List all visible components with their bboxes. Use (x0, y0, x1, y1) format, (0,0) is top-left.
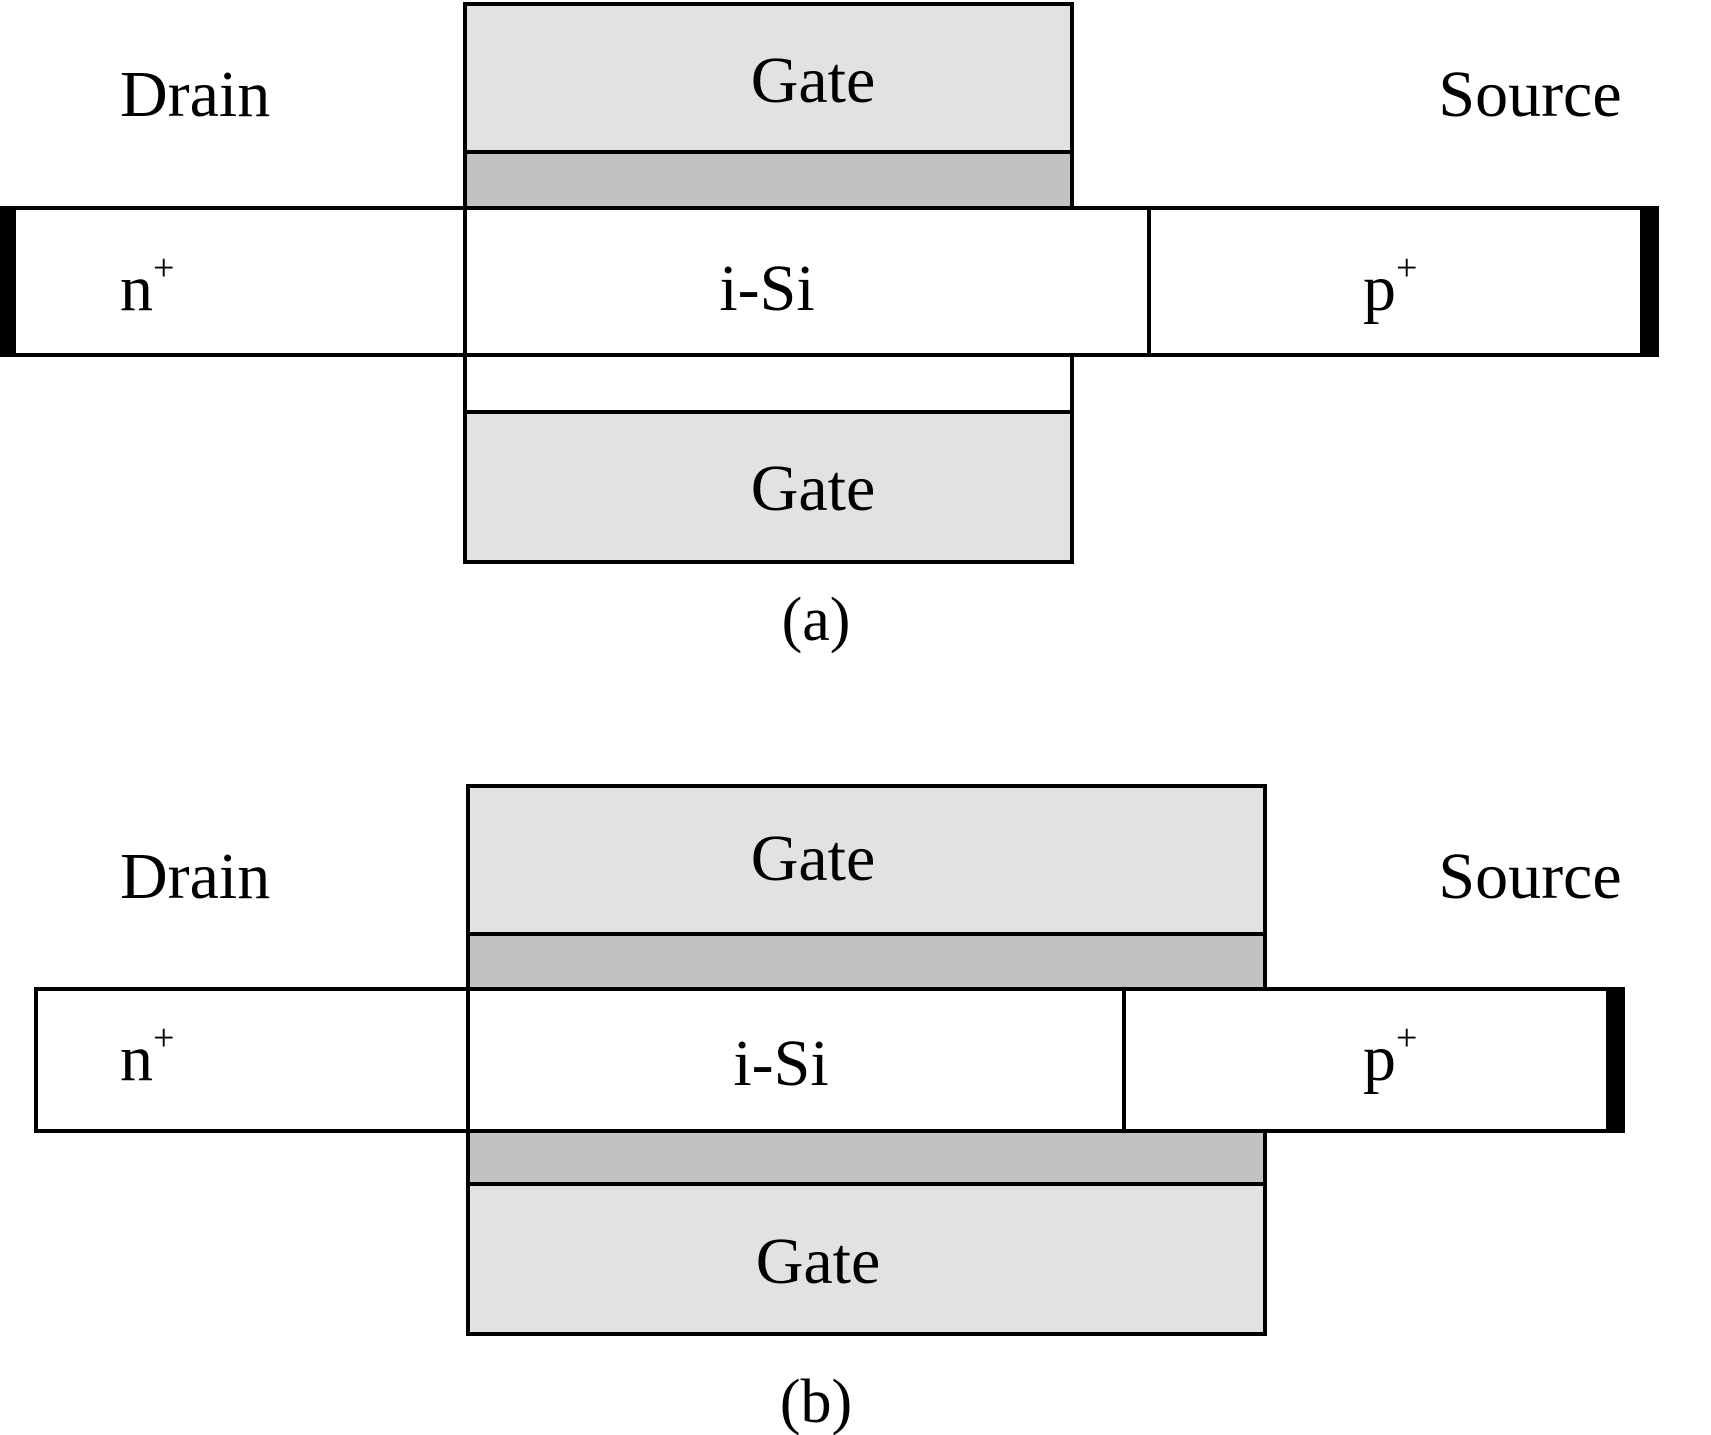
b-i-si-label: i-Si (733, 1027, 828, 1100)
a-bottom-spacer (463, 353, 1074, 414)
a-p-plus-label: p+ (1363, 247, 1417, 325)
a-top-gate (463, 2, 1074, 154)
b-bottom-oxide (466, 1129, 1267, 1186)
b-caption: (b) (780, 1368, 852, 1435)
b-n-plus-label: n+ (120, 1017, 174, 1095)
a-p-base: p (1363, 252, 1396, 325)
b-top-gate-label: Gate (751, 822, 876, 895)
b-bottom-gate (466, 1182, 1267, 1336)
b-n-region (34, 987, 470, 1133)
diagram-a: Drain Source Gate Gate n+ i-Si p+ (a) (0, 2, 1659, 654)
b-p-base: p (1363, 1022, 1396, 1095)
a-i-region (463, 206, 1151, 357)
a-i-si-label: i-Si (719, 252, 814, 325)
a-drain-contact (0, 206, 16, 357)
b-p-plus-label: p+ (1363, 1017, 1417, 1095)
b-n-base: n (120, 1022, 153, 1095)
a-p-sup: + (1396, 247, 1417, 289)
a-n-region (0, 206, 467, 357)
b-p-region (1122, 987, 1625, 1133)
b-top-gate (466, 784, 1267, 936)
a-n-base: n (120, 252, 153, 325)
a-source-label: Source (1438, 58, 1621, 131)
a-top-gate-label: Gate (751, 44, 876, 117)
a-n-sup: + (153, 247, 174, 289)
b-bottom-gate-label: Gate (756, 1225, 881, 1298)
a-bottom-gate-label: Gate (751, 452, 876, 525)
a-drain-label: Drain (120, 58, 270, 131)
a-top-oxide (463, 150, 1074, 210)
b-source-label: Source (1438, 840, 1621, 913)
a-source-contact (1640, 206, 1659, 357)
a-n-plus-label: n+ (120, 247, 174, 325)
a-bottom-gate (463, 410, 1074, 564)
a-caption: (a) (782, 586, 851, 654)
b-source-contact (1606, 987, 1624, 1133)
diagram-b: Drain Source Gate Gate n+ i-Si p+ (b) (34, 784, 1625, 1435)
b-top-oxide (466, 932, 1267, 991)
b-drain-label: Drain (120, 840, 270, 913)
b-n-sup: + (153, 1017, 174, 1059)
b-p-sup: + (1396, 1017, 1417, 1059)
